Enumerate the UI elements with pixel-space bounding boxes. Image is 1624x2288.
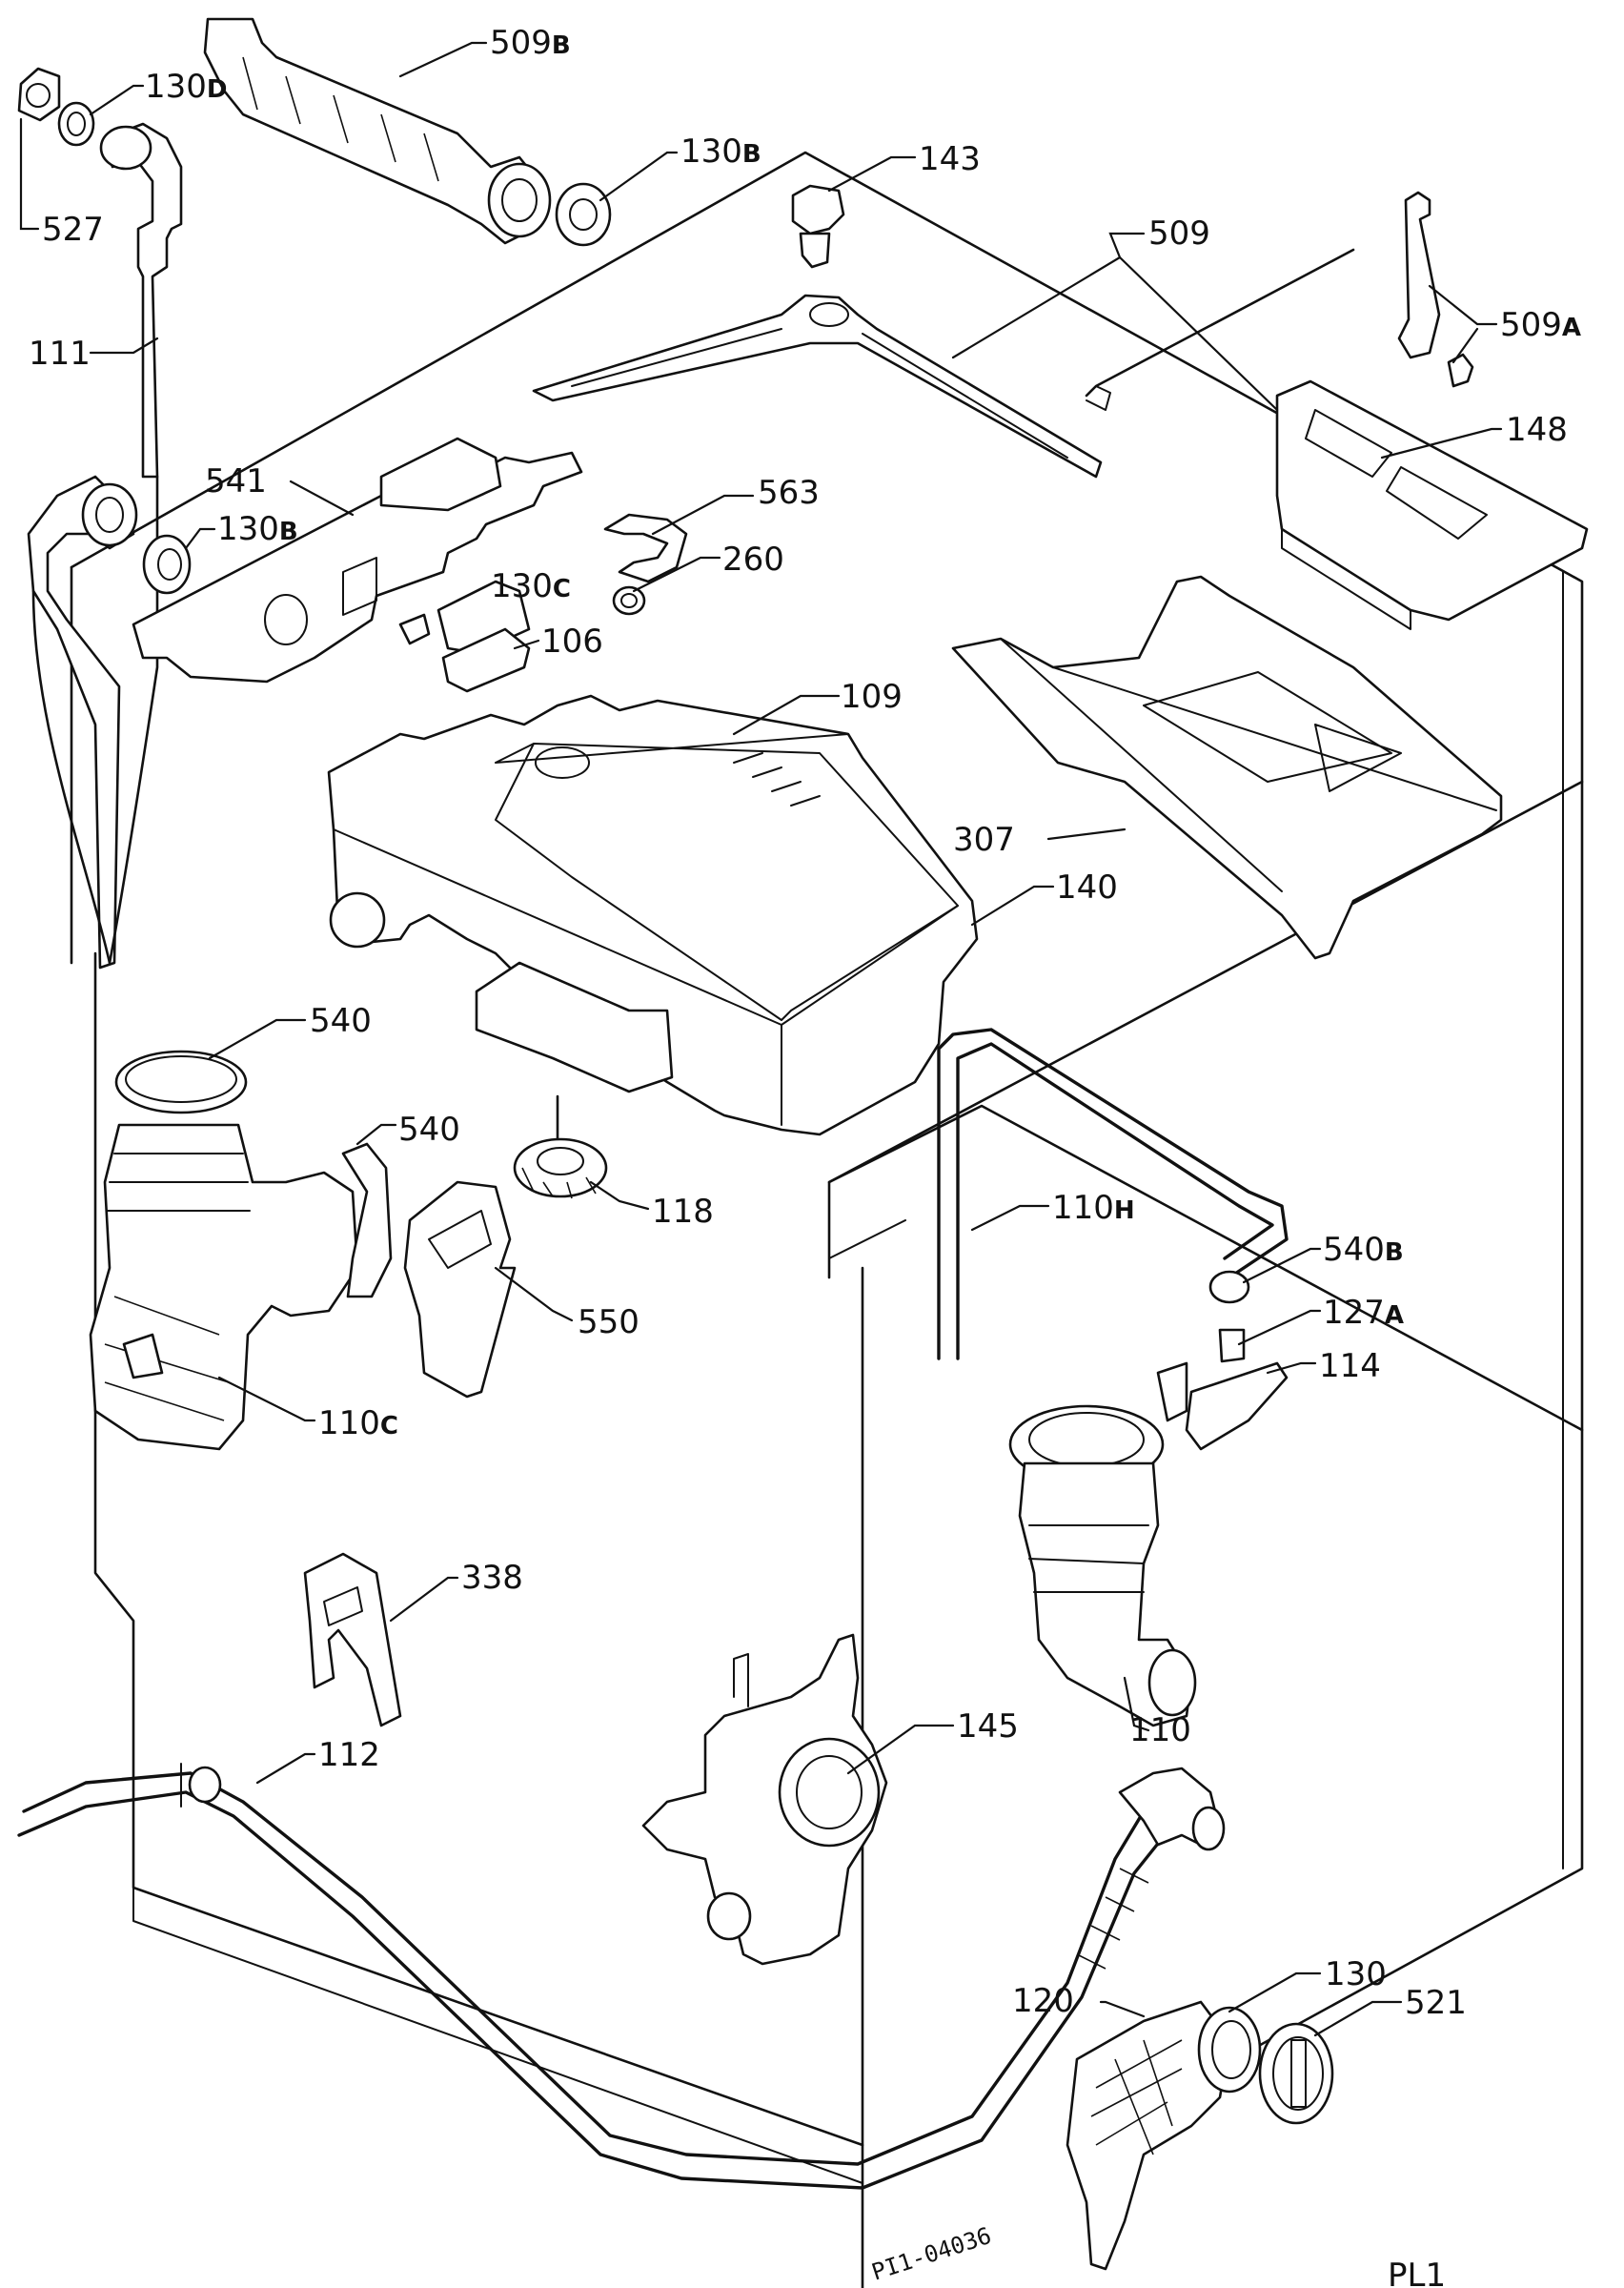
pump-145 xyxy=(641,1633,888,1966)
cap-521 xyxy=(1258,2022,1334,2125)
clamp-540-upper xyxy=(114,1050,248,1114)
sensor-114 xyxy=(1156,1361,1289,1451)
shield-550 xyxy=(403,1180,517,1399)
label-130: 130 xyxy=(1325,1955,1387,1993)
label-509b: 509B xyxy=(490,24,571,62)
label-509a: 509A xyxy=(1500,306,1581,344)
dispenser-cover-148 xyxy=(1275,379,1589,630)
label-109: 109 xyxy=(841,678,903,716)
label-130d: 130D xyxy=(145,68,228,106)
label-120: 120 xyxy=(1012,1982,1074,2020)
label-521: 521 xyxy=(1405,1984,1467,2022)
detergent-drawer-307 xyxy=(951,575,1503,960)
drawing-number-stamp: PI1-04036 xyxy=(868,2222,994,2286)
lever-509a xyxy=(1397,191,1474,388)
bellows-110 xyxy=(1008,1404,1197,1727)
label-143: 143 xyxy=(919,140,981,178)
label-130c: 130C xyxy=(491,567,571,605)
nut-130b-middle xyxy=(142,534,192,595)
label-509: 509 xyxy=(1148,214,1210,253)
label-527: 527 xyxy=(42,211,104,249)
label-145: 145 xyxy=(957,1707,1019,1746)
label-112: 112 xyxy=(318,1736,380,1774)
clamp-540-lower xyxy=(341,1142,393,1298)
label-110: 110 xyxy=(1129,1711,1191,1749)
label-540-lower: 540 xyxy=(398,1111,460,1149)
part-labels: 509B 130D 527 130B 143 509 509A 111 148 … xyxy=(29,24,1581,2288)
valve-106 xyxy=(441,627,531,693)
page-code: PL1 xyxy=(1388,2257,1446,2288)
label-111: 111 xyxy=(29,335,91,373)
drain-hose-112 xyxy=(17,1766,1226,2190)
nut-527 xyxy=(17,67,61,122)
inlet-hose-509b xyxy=(203,17,612,247)
bellows-110c xyxy=(89,1123,359,1451)
label-563: 563 xyxy=(758,474,820,512)
bracket-509 xyxy=(532,248,1355,479)
label-127a: 127A xyxy=(1323,1294,1404,1332)
label-260: 260 xyxy=(722,541,784,579)
leader-lines xyxy=(19,41,1503,2037)
valve-bracket-541 xyxy=(132,437,583,684)
label-541: 541 xyxy=(205,462,267,500)
supply-hose-111 xyxy=(27,122,183,970)
part-118 xyxy=(513,1094,608,1199)
tube-110h xyxy=(937,1028,1289,1360)
label-550: 550 xyxy=(578,1303,639,1341)
label-130b-middle: 130B xyxy=(217,510,298,548)
label-148: 148 xyxy=(1506,411,1568,449)
label-106: 106 xyxy=(541,623,603,661)
label-338: 338 xyxy=(461,1559,523,1597)
label-307: 307 xyxy=(953,821,1015,859)
label-118: 118 xyxy=(652,1193,714,1231)
label-540-upper: 540 xyxy=(310,1002,372,1040)
label-130b-top: 130B xyxy=(680,133,761,171)
washer-130d xyxy=(57,101,95,147)
label-540b: 540B xyxy=(1323,1231,1404,1269)
seal-130 xyxy=(1197,2006,1262,2094)
clamp-540b xyxy=(1208,1270,1250,1304)
label-110h: 110H xyxy=(1052,1189,1135,1227)
label-114: 114 xyxy=(1319,1347,1381,1385)
dispenser-housing-109 xyxy=(327,694,979,1136)
filter-120 xyxy=(1066,2000,1231,2271)
cover-563 xyxy=(603,513,688,583)
clip-338 xyxy=(303,1552,402,1727)
label-140: 140 xyxy=(1056,868,1118,907)
knob-143 xyxy=(791,184,845,269)
nozzle-127a xyxy=(1218,1328,1246,1363)
spring-260 xyxy=(612,585,646,616)
label-110c: 110C xyxy=(318,1404,398,1442)
